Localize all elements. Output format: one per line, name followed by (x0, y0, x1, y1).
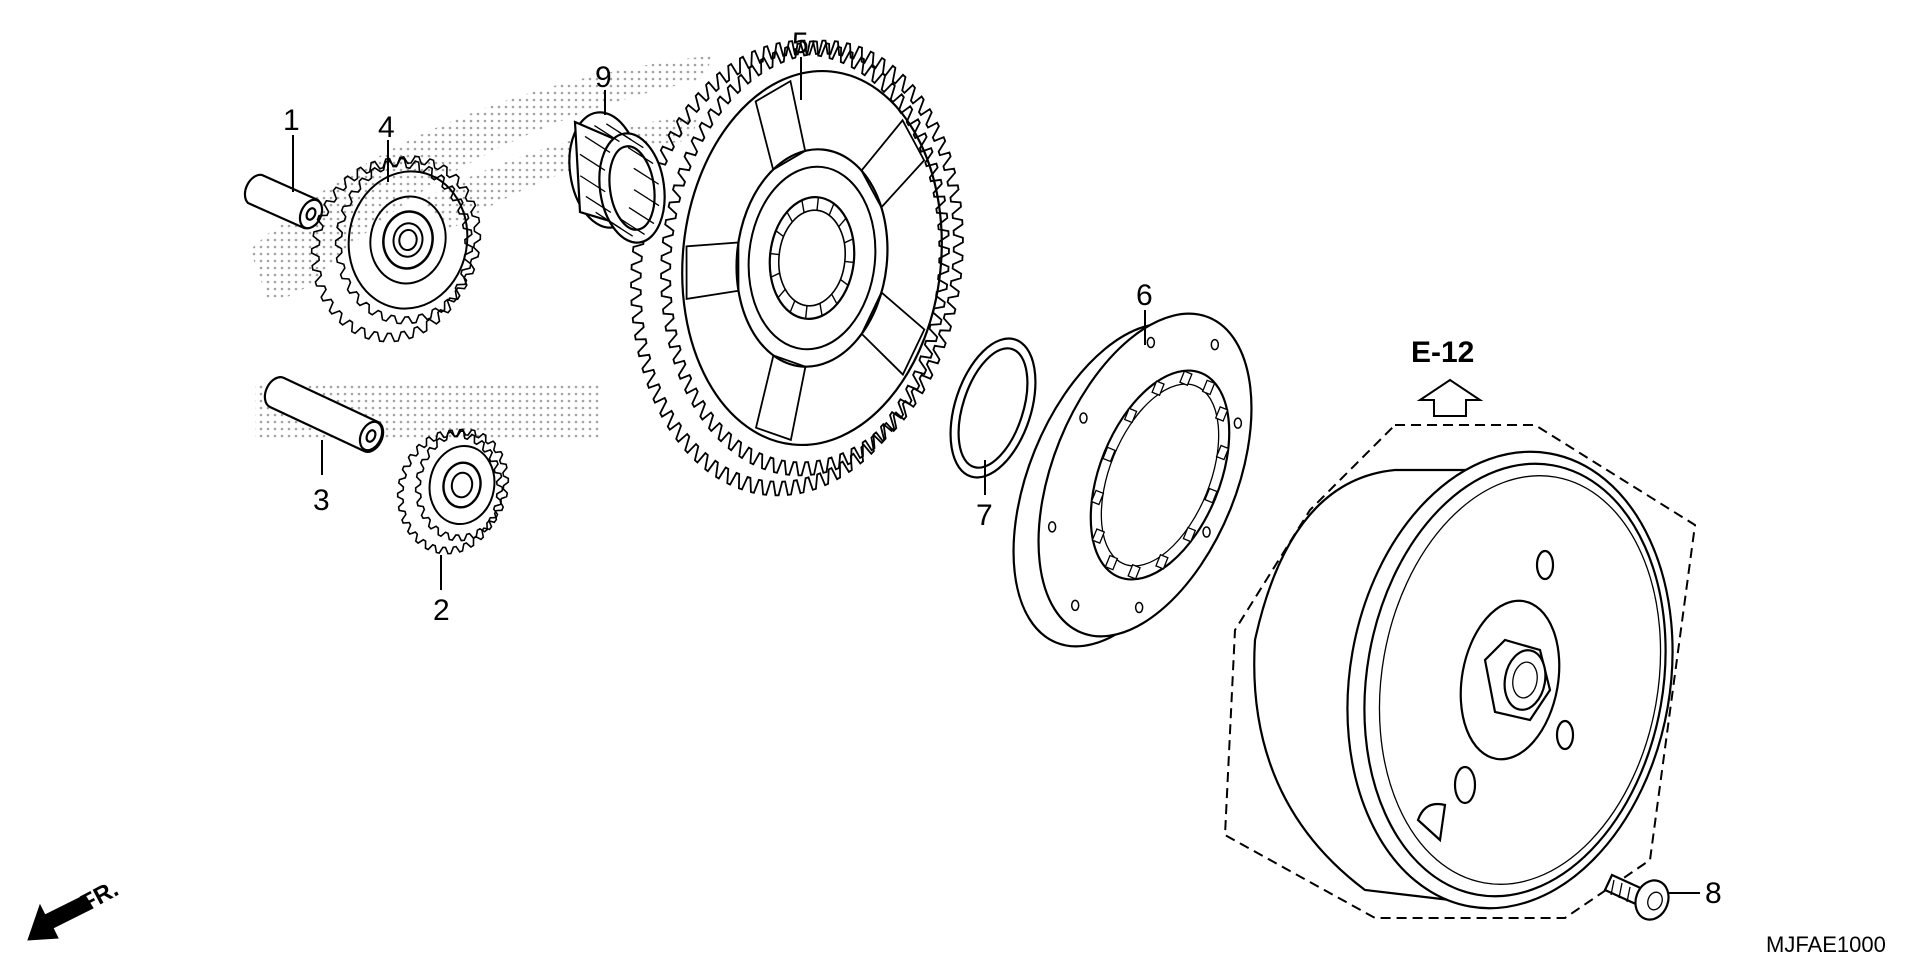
part-shaft-3 (263, 376, 385, 453)
watermark-logo-icon (250, 55, 715, 440)
part-flywheel-reference (1223, 424, 1697, 919)
callout-labels: 1 2 3 4 5 6 7 8 9 (283, 27, 1722, 910)
callout-1: 1 (283, 104, 300, 137)
reference-block: E-12 (1411, 336, 1484, 417)
part-needle-bearing-9 (568, 111, 666, 244)
front-direction-arrow-icon (27, 894, 94, 941)
reference-label: E-12 (1411, 336, 1474, 369)
callout-5: 5 (792, 27, 809, 60)
callout-4: 4 (378, 111, 395, 144)
callout-8: 8 (1705, 877, 1722, 910)
callout-3: 3 (313, 484, 330, 517)
part-starter-driven-gear-5 (630, 39, 964, 497)
part-collar-1 (243, 173, 324, 230)
reference-up-arrow-icon (1416, 378, 1484, 417)
part-bolt-8 (1603, 873, 1670, 921)
part-gear-4 (310, 155, 482, 343)
part-gear-2 (396, 428, 510, 555)
leader-lines (292, 57, 1700, 894)
diagram-code: MJFAE1000 (1766, 932, 1886, 957)
callout-7: 7 (976, 499, 993, 532)
part-ring-7 (949, 337, 1037, 479)
part-one-way-clutch-6 (1012, 312, 1253, 648)
callout-2: 2 (433, 594, 450, 627)
callout-6: 6 (1136, 279, 1153, 312)
callout-9: 9 (595, 61, 612, 94)
front-direction-indicator: FR. (27, 875, 123, 941)
